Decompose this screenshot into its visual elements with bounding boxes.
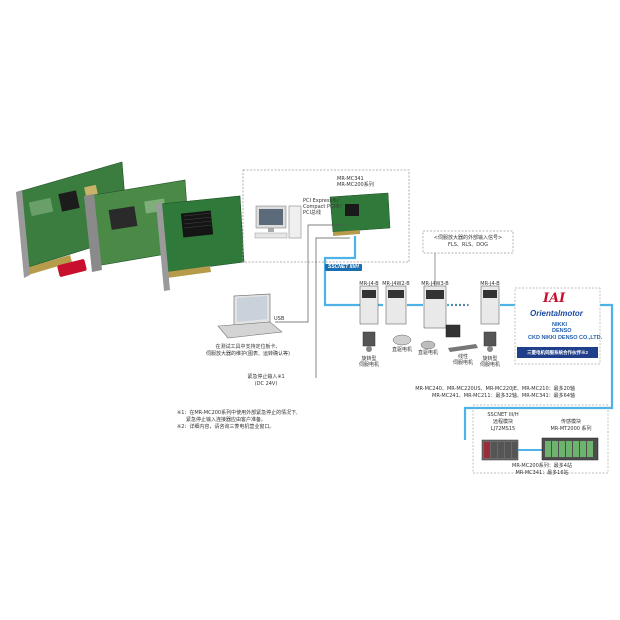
servo-input-line2: FLS、RLS、DOG [448, 242, 488, 248]
sensor-module [541, 437, 599, 461]
laptop-caption-2: 伺服放大器的维护(图表、运转确认等) [206, 351, 290, 357]
io-module-line3: LJ72MS15 [490, 426, 516, 432]
io-module-line1: SSCNET III/H [487, 412, 519, 418]
sscnet-logo: SSCNET III/H [325, 264, 362, 271]
axes-note-1: MR-MC240、MR-MC220US、MR-MC220JE、MR-MC210：… [415, 386, 575, 392]
amplifier-label-4: MR-J4-B [480, 281, 500, 287]
station-note-1: MR-MC200系列：最多4站 [512, 463, 572, 469]
laptop [217, 293, 283, 339]
motor-label-4b: 伺服电机 [452, 360, 473, 366]
bus-label-1: PCI Express®/ [303, 198, 339, 204]
partner-nikki-1: NIKKI [552, 322, 567, 328]
wiring-lines [275, 224, 350, 378]
motor-label-5a: 旋转型 [482, 356, 498, 362]
card-title-2: MR-MC200系列 [337, 182, 374, 188]
laptop-caption-1: 在测试工具中支持定位板卡、 [215, 344, 281, 350]
motor-label-1a: 旋转型 [361, 356, 377, 362]
bus-label-2: Compact PCI®/ [303, 204, 342, 210]
motion-board-card [329, 192, 391, 236]
motor-shapes [362, 324, 497, 352]
footnote-1a: ※1：在MR-MC200系列中使用外部紧急停止的情况下, [177, 410, 298, 416]
amplifier-label-1: MR-J4-B [359, 281, 379, 287]
motor-label-2: 直驱电机 [391, 347, 412, 353]
partner-nikki-3: CKD NIKKI DENSO CO.,LTD. [528, 335, 603, 341]
station-note-2: MR-MC341：最多16站 [515, 470, 569, 476]
usb-label: USB [274, 316, 285, 322]
remote-frame [472, 404, 609, 474]
continuation-dots [451, 304, 469, 306]
amplifier-label-2: MR-J4W2-B [382, 281, 410, 287]
partner-iai: IAI [543, 291, 566, 306]
footnote-2: ※2：详细内容，请咨询三菱电机营业窗口。 [177, 424, 275, 430]
partner-oriental: Orientalmotor [530, 309, 583, 318]
servo-input-line1: <伺服放大器的外部输入信号> [433, 235, 503, 241]
sensor-module-line1: 传感模块 [560, 419, 581, 425]
bus-label-3: PCI总线 [303, 210, 321, 216]
emergency-line2: (DC 24V) [254, 381, 278, 387]
emergency-line1: 紧急停止输入※1 [247, 374, 285, 380]
motor-label-1b: 伺服电机 [358, 362, 379, 368]
footnote-1b: 紧急停止输入连接器应由客户准备。 [186, 417, 267, 423]
motor-label-4a: 线性 [457, 354, 468, 360]
motor-label-5b: 伺服电机 [479, 362, 500, 368]
card-title-1: MR-MC341 [337, 176, 364, 182]
amplifier-units [359, 285, 500, 329]
desktop-pc [254, 205, 302, 239]
partner-caption: 三菱电机伺服系统合作伙伴※2 [517, 347, 598, 358]
axes-note-2: MR-MC241、MR-MC211：最多32轴、MR-MC341：最多64轴 [432, 393, 575, 399]
board-pci-card [156, 195, 245, 291]
partner-nikki-2: DENSO [552, 328, 572, 334]
io-module-line2: 远程模块 [492, 419, 513, 425]
sensor-module-line2: MR-MT2000 系列 [550, 426, 592, 432]
remote-io-module [481, 439, 519, 461]
motor-label-3: 直驱电机 [417, 350, 438, 356]
amplifier-label-3: MR-J4W3-B [421, 281, 449, 287]
